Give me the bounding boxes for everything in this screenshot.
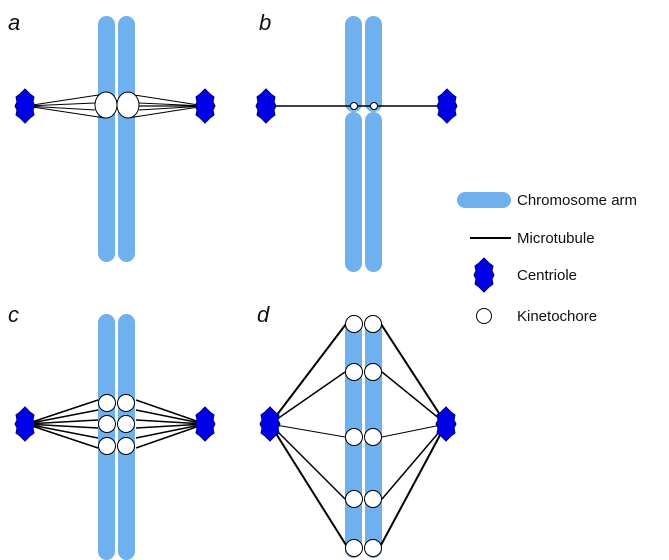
kinetochore-icon xyxy=(117,415,135,433)
chromosome-arm xyxy=(98,314,115,560)
chromosome-arm-swatch xyxy=(457,192,511,208)
chromosome-arm xyxy=(118,314,135,560)
kinetochore-icon xyxy=(370,102,378,110)
kinetochore-icon xyxy=(345,428,363,446)
panel-b-label: b xyxy=(259,10,271,35)
centriole-icon xyxy=(436,88,458,124)
panel-d-label: d xyxy=(257,302,270,327)
legend-item-chromosome-arm: Chromosome arm xyxy=(457,192,637,209)
legend-item-kinetochore: Kinetochore xyxy=(476,308,597,325)
kinetochore-icon xyxy=(345,539,363,557)
chromosome-arm xyxy=(345,112,362,272)
microtubule-bundle-left xyxy=(25,93,106,119)
centriole-icon xyxy=(194,406,216,442)
kinetochore-icon xyxy=(364,363,382,381)
chromosome-arm xyxy=(118,16,135,262)
centriole-icon xyxy=(255,88,277,124)
panel-b: b xyxy=(255,10,458,272)
kinetochore-icon xyxy=(364,490,382,508)
legend-label-microtubule: Microtubule xyxy=(517,230,595,247)
legend-label-kinetochore: Kinetochore xyxy=(517,308,597,325)
panel-a: a xyxy=(8,10,216,262)
chromosome-arm xyxy=(365,112,382,272)
kinetochore-icon xyxy=(364,428,382,446)
kinetochore-icon xyxy=(364,315,382,333)
panel-c: c xyxy=(8,302,216,560)
legend-label-centriole: Centriole xyxy=(517,267,577,284)
chromosome-arm xyxy=(345,16,362,112)
panel-c-label: c xyxy=(8,302,19,327)
kinetochore-icon xyxy=(476,308,492,324)
centriole-icon xyxy=(194,88,216,124)
kinetochore-icon xyxy=(345,490,363,508)
kinetochore-icon xyxy=(345,363,363,381)
legend-item-centriole: Centriole xyxy=(473,257,577,293)
legend-label-chromosome-arm: Chromosome arm xyxy=(517,192,637,209)
kinetochore-icon xyxy=(98,415,116,433)
chromosome-arm xyxy=(98,16,115,262)
microtubule-bundle-left xyxy=(25,399,99,449)
centriole-icon xyxy=(14,88,36,124)
centriole-icon xyxy=(473,257,495,293)
chromosome-arm xyxy=(365,16,382,112)
kinetochore-icon xyxy=(116,91,140,119)
kinetochore-icon xyxy=(117,437,135,455)
centriole-icon xyxy=(14,406,36,442)
kinetochore-icon xyxy=(98,394,116,412)
kinetochore-icon xyxy=(94,91,118,119)
kinetochore-icon xyxy=(364,539,382,557)
kinetochore-icon xyxy=(117,394,135,412)
panel-a-label: a xyxy=(8,10,20,35)
legend: Chromosome arm Microtubule Centriole Kin… xyxy=(457,192,637,325)
kinetochore-icon xyxy=(98,437,116,455)
microtubule-bundle-right xyxy=(135,399,206,449)
kinetochore-icon xyxy=(350,102,358,110)
kinetochore-icon xyxy=(345,315,363,333)
microtubule-bundle-left xyxy=(269,323,347,546)
legend-item-microtubule: Microtubule xyxy=(470,230,595,247)
panel-d: d xyxy=(257,302,457,558)
microtubule-bundle-right xyxy=(380,323,447,546)
